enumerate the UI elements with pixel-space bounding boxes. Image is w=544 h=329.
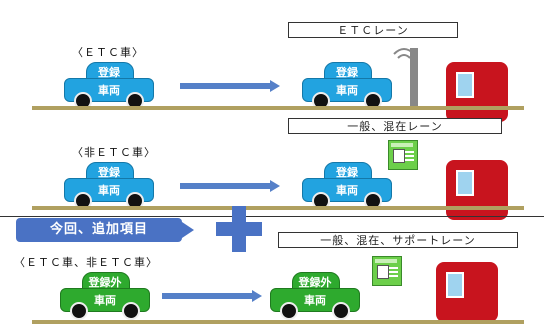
car-unregistered-right: 登録外 車両 (270, 272, 360, 320)
plus-icon-bar (216, 222, 262, 236)
lane-label-etc: ＥＴＣレーン (288, 22, 458, 38)
category-label-non-etc: 〈非ＥＴＣ車〉 (72, 146, 156, 159)
car-non-etc-right: 登録 車両 (302, 162, 392, 210)
toll-booth-row1 (446, 62, 508, 122)
car-label-line2: 車両 (336, 184, 358, 197)
car-label-line2: 車両 (94, 294, 116, 307)
arrow-row1 (180, 80, 280, 92)
section-divider (0, 216, 544, 217)
lane-label-support: 一般、混在、サポートレーン (278, 232, 518, 248)
license-card-icon (372, 256, 402, 286)
toll-booth-row3 (436, 262, 498, 322)
car-unregistered-left: 登録外 車両 (60, 272, 150, 320)
toll-booth-row2 (446, 160, 508, 220)
arrow-row2 (180, 180, 280, 192)
etc-antenna-icon (393, 48, 418, 106)
car-label-line2: 車両 (304, 294, 326, 307)
road-row2 (32, 206, 524, 210)
car-etc-right: 登録 車両 (302, 62, 392, 110)
car-label-line2: 車両 (98, 184, 120, 197)
car-non-etc-left: 登録 車両 (64, 162, 154, 210)
road-row1 (32, 106, 524, 110)
category-label-etc-and-non-etc: 〈ＥＴＣ車、非ＥＴＣ車〉 (14, 256, 158, 269)
lane-label-general-mixed: 一般、混在レーン (288, 118, 502, 134)
car-label-line1: 登録外 (88, 276, 122, 289)
added-item-callout: 今回、追加項目 (16, 218, 182, 242)
car-label-line2: 車両 (336, 84, 358, 97)
license-card-icon (388, 140, 418, 170)
car-label-line1: 登録 (98, 166, 120, 179)
callout-pointer (182, 222, 194, 238)
car-label-line1: 登録 (336, 166, 358, 179)
road-row3 (32, 320, 524, 324)
car-etc-left: 登録 車両 (64, 62, 154, 110)
category-label-etc: 〈ＥＴＣ車〉 (72, 46, 144, 59)
car-label-line1: 登録外 (298, 276, 332, 289)
car-label-line2: 車両 (98, 84, 120, 97)
car-label-line1: 登録 (336, 66, 358, 79)
car-label-line1: 登録 (98, 66, 120, 79)
arrow-row3 (162, 290, 262, 302)
